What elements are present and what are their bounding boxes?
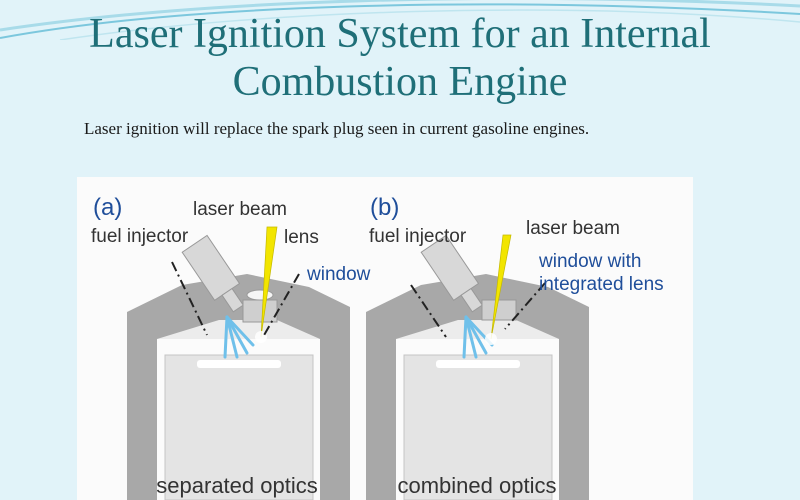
caption-combined-optics: combined optics bbox=[398, 473, 557, 498]
piston-a bbox=[164, 354, 314, 500]
label-fuel-injector-a: fuel injector bbox=[91, 226, 189, 247]
label-laser-beam-a: laser beam bbox=[193, 199, 287, 220]
laser-ignition-diagram: (a) laser beam fuel injector lens window… bbox=[77, 177, 693, 500]
lens-a bbox=[246, 289, 274, 301]
fuel-spray-a bbox=[223, 315, 255, 359]
ignition-spark-b bbox=[485, 333, 497, 345]
label-laser-beam-b: laser beam bbox=[526, 218, 620, 239]
caption-separated-optics: separated optics bbox=[156, 473, 317, 498]
slide-title-line-2: Combustion Engine bbox=[232, 59, 568, 105]
label-window-with-b: window with bbox=[538, 251, 641, 272]
window-axis-a bbox=[262, 273, 300, 338]
label-integrated-lens-b: integrated lens bbox=[539, 274, 664, 295]
fuel-injector-a bbox=[181, 234, 244, 313]
panel-a: (a) laser beam fuel injector lens window… bbox=[91, 194, 371, 500]
slide-title-line-1: Laser Ignition System for an Internal bbox=[89, 11, 711, 57]
panel-b-tag: (b) bbox=[370, 194, 399, 221]
piston-b bbox=[403, 354, 553, 500]
integrated-lens-window-b bbox=[481, 299, 517, 321]
injector-axis-a bbox=[171, 261, 208, 336]
panel-b: (b) fuel injector laser beam window with… bbox=[366, 194, 664, 500]
decorative-swoosh bbox=[0, 0, 800, 40]
slide-title: Laser Ignition System for an Internal Co… bbox=[0, 10, 800, 106]
laser-beam-b bbox=[490, 234, 512, 340]
fuel-injector-b bbox=[420, 234, 483, 313]
panel-a-tag: (a) bbox=[93, 194, 122, 221]
label-lens-a: lens bbox=[284, 227, 319, 248]
window-a bbox=[242, 299, 278, 323]
engine-block-a bbox=[127, 274, 350, 500]
slide-subtitle: Laser ignition will replace the spark pl… bbox=[84, 119, 590, 138]
laser-beam-a bbox=[260, 226, 278, 338]
label-fuel-injector-b: fuel injector bbox=[369, 226, 467, 247]
label-window-a: window bbox=[306, 264, 371, 285]
